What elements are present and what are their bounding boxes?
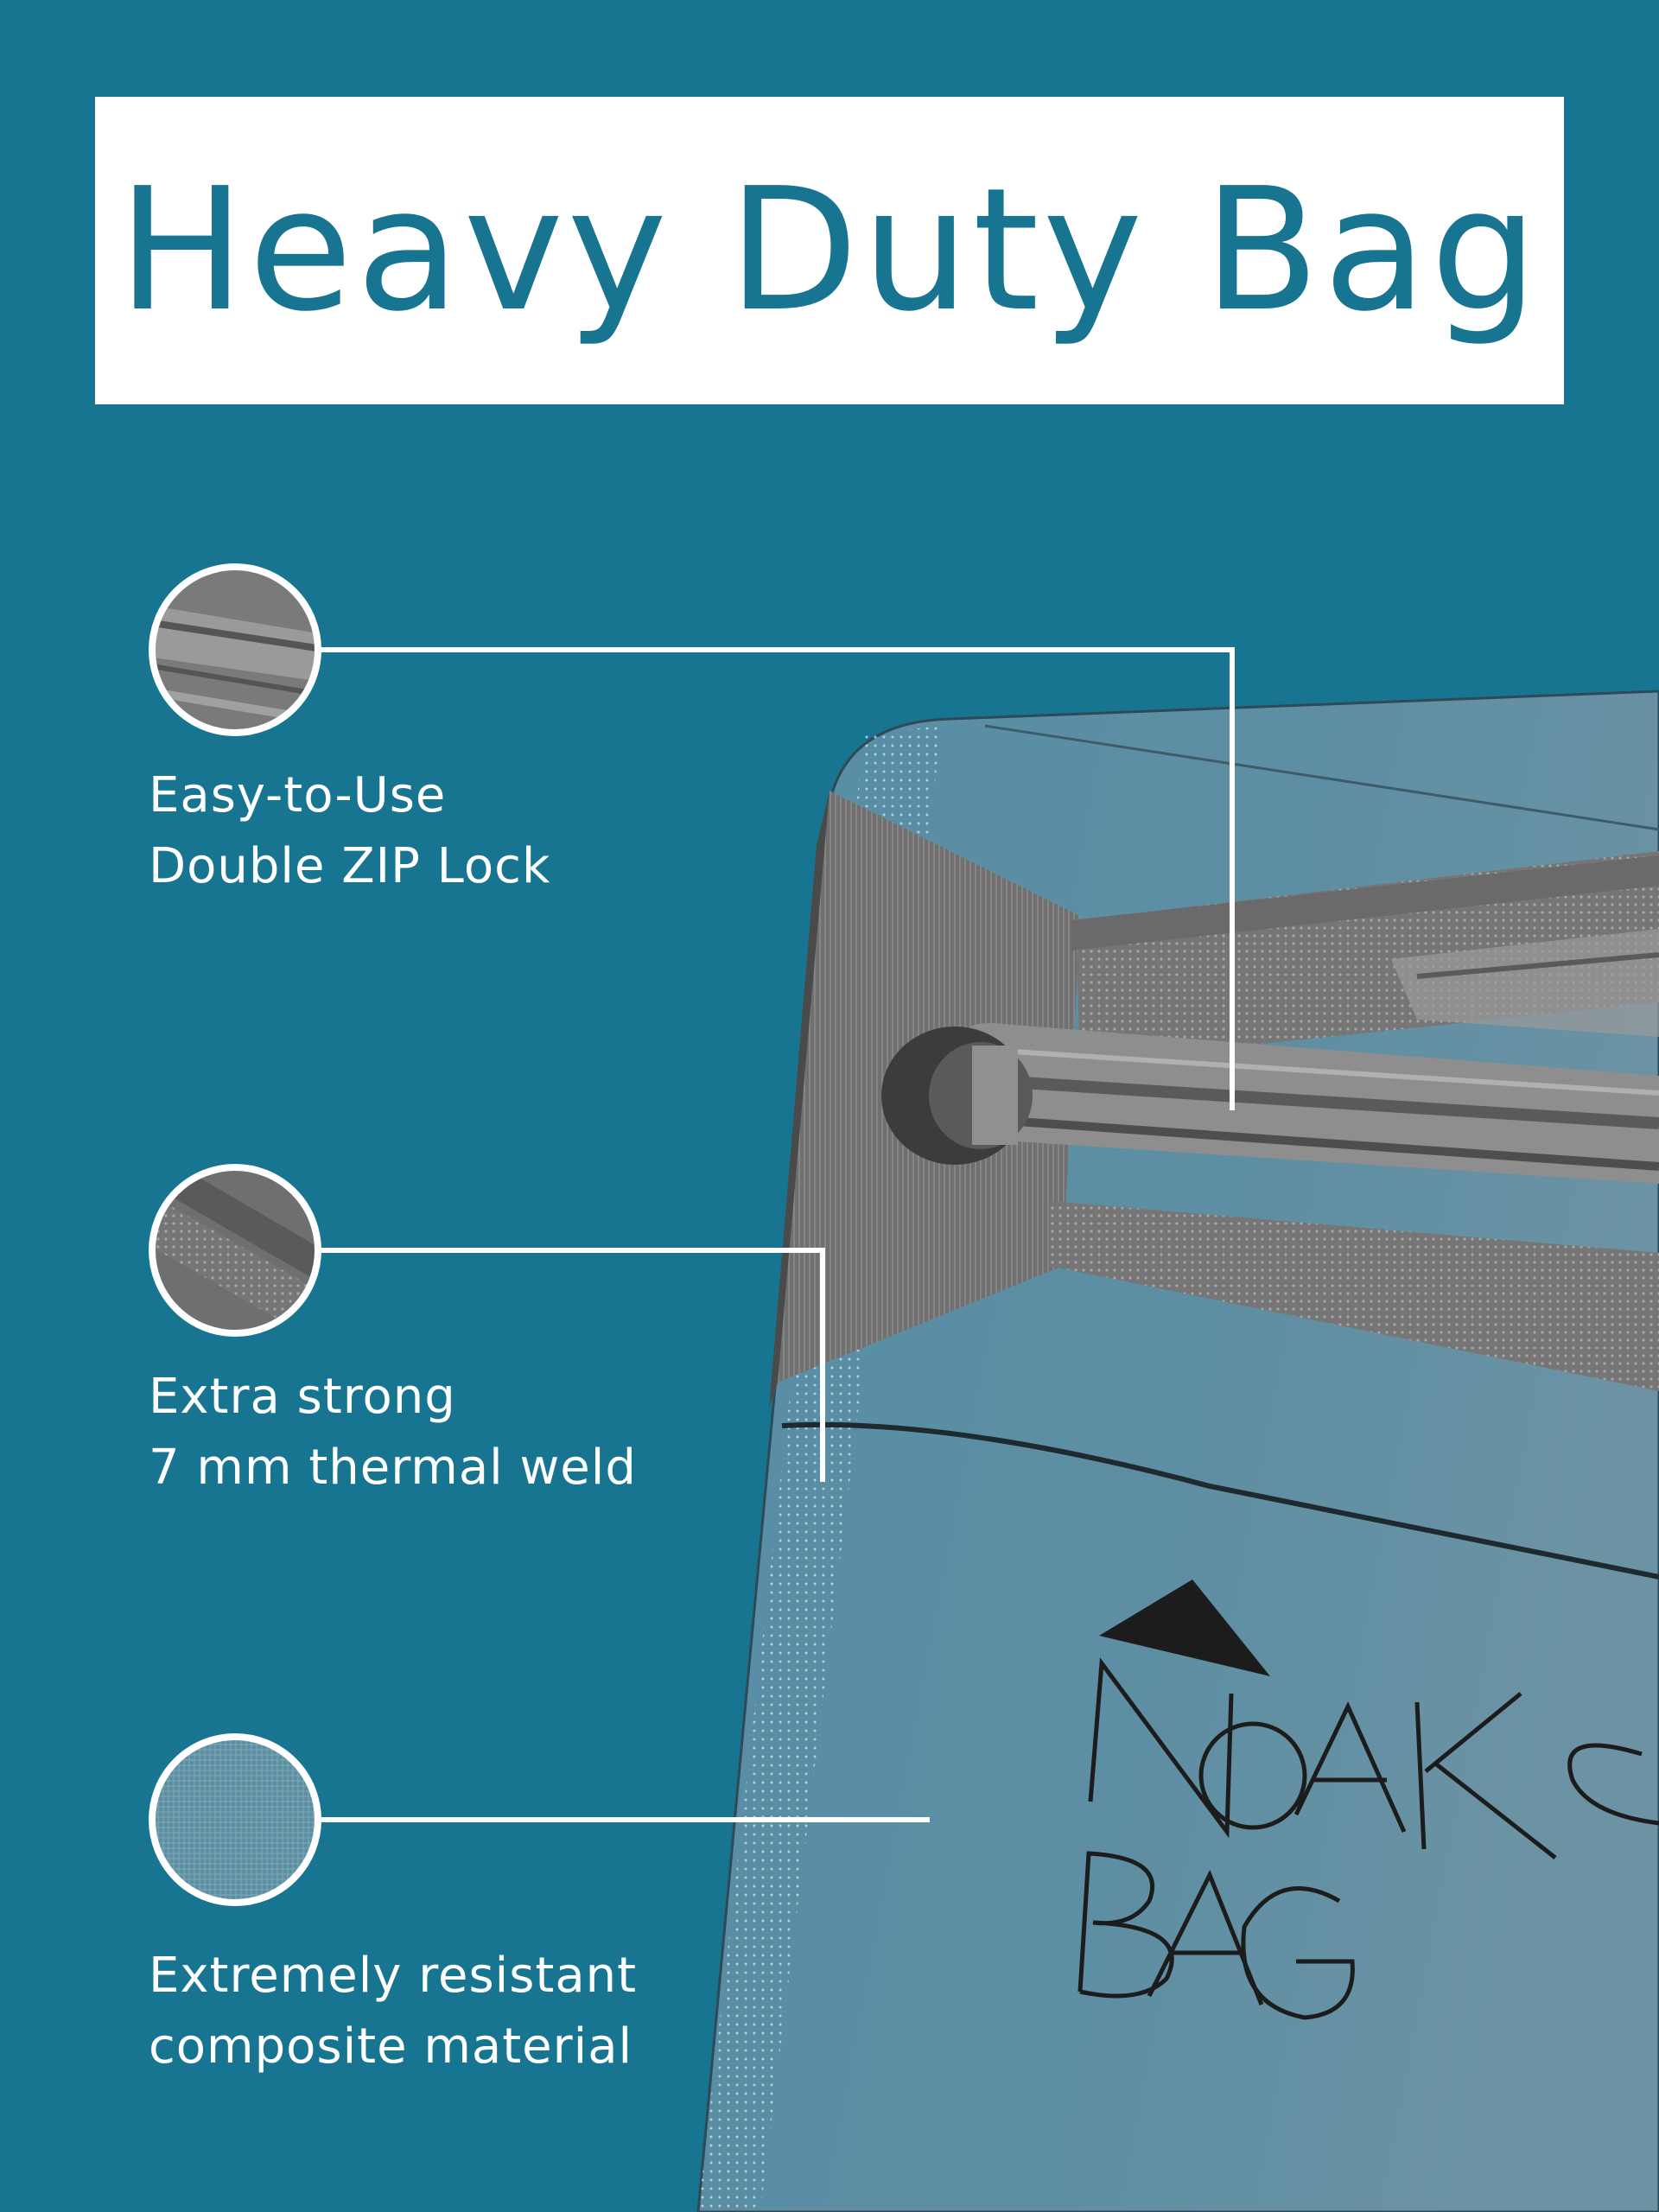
- feature-line: Double ZIP Lock: [149, 838, 551, 894]
- zip-track: [881, 851, 1659, 1391]
- feature-line: Easy-to-Use: [149, 767, 447, 823]
- noaks-bag-logo: [1077, 1580, 1659, 2020]
- feature-line: composite material: [149, 2018, 633, 2075]
- zip-lock-icon: [149, 563, 321, 736]
- callout-line-zip: [321, 647, 1235, 1110]
- feature-label-material: Extremely resistant composite material: [149, 1941, 637, 2082]
- feature-line: Extremely resistant: [149, 1948, 638, 2004]
- composite-material-icon: [149, 1733, 321, 1906]
- feature-label-weld: Extra strong 7 mm thermal weld: [149, 1362, 637, 1503]
- feature-line: 7 mm thermal weld: [149, 1440, 637, 1496]
- feature-label-zip: Easy-to-Use Double ZIP Lock: [149, 760, 550, 902]
- feature-line: Extra strong: [149, 1369, 456, 1425]
- callout-line-weld: [321, 1248, 825, 1482]
- page-title: Heavy Duty Bag: [118, 152, 1541, 349]
- thermal-weld-icon: [149, 1164, 321, 1337]
- title-banner: Heavy Duty Bag: [95, 97, 1564, 404]
